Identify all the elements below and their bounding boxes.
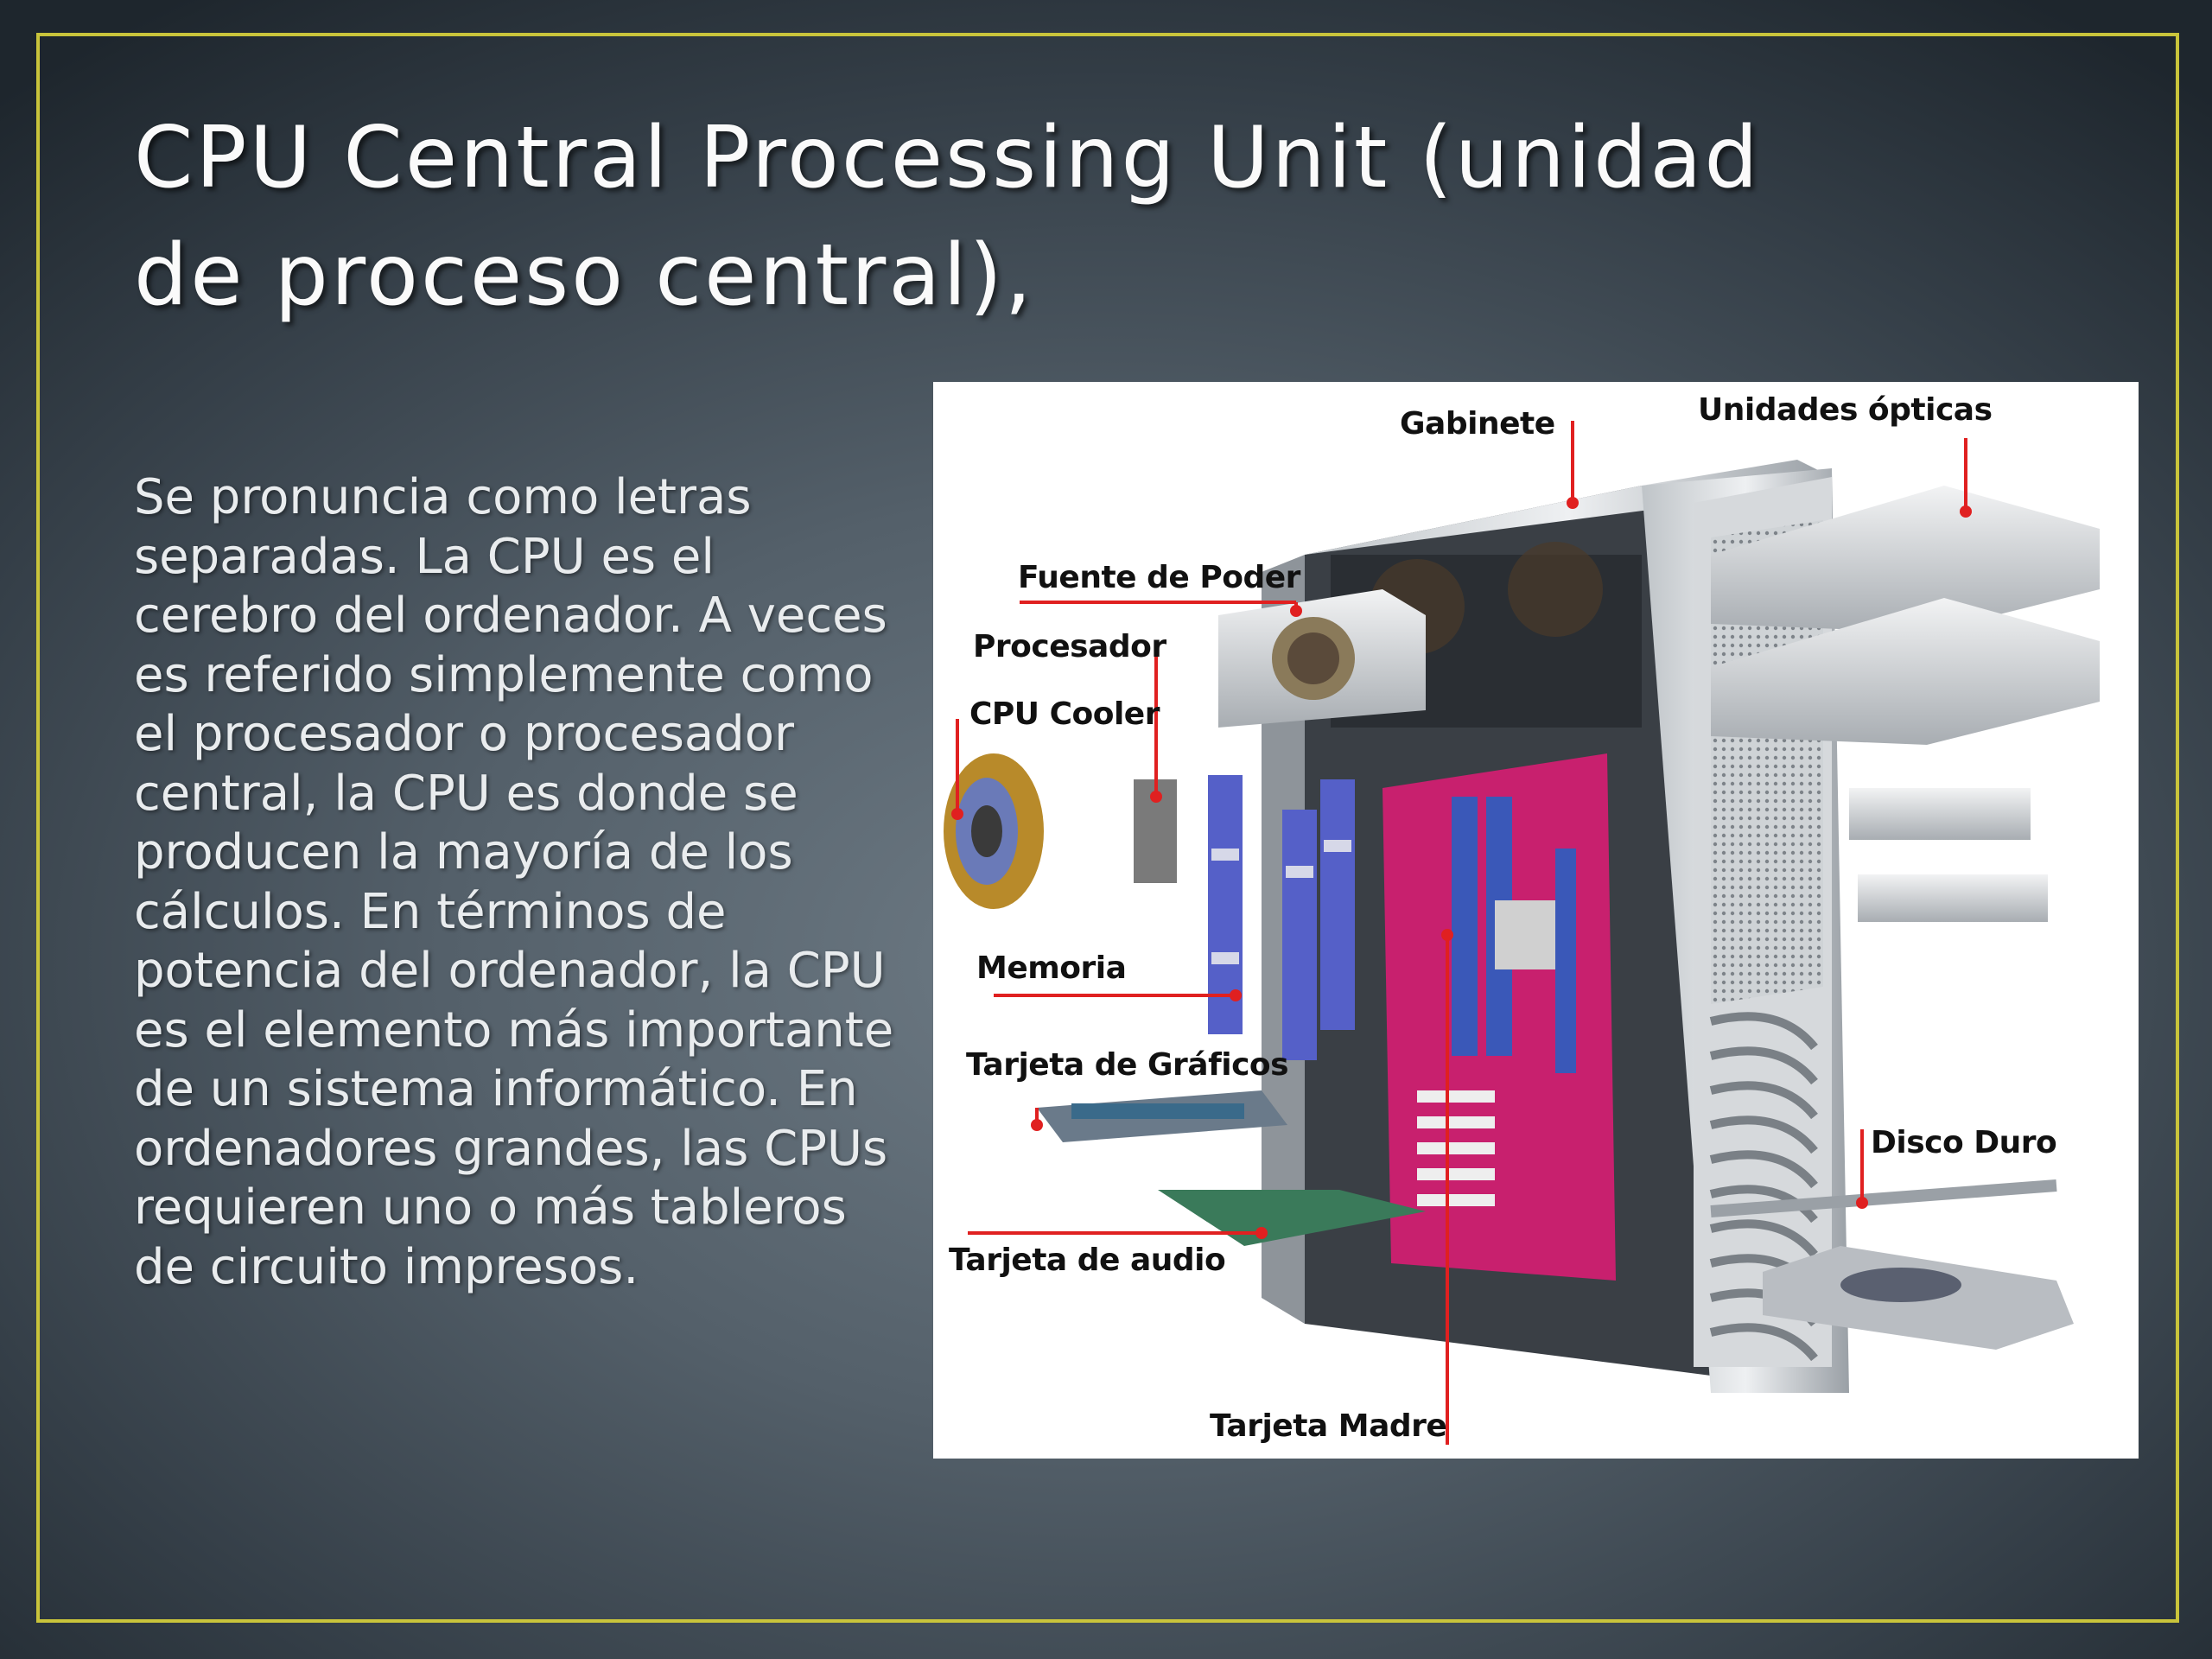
label-fuente-de-poder: Fuente de Poder bbox=[1018, 560, 1300, 595]
label-tarjeta-audio: Tarjeta de audio bbox=[949, 1243, 1226, 1278]
label-procesador: Procesador bbox=[973, 629, 1166, 664]
leader-lines bbox=[956, 421, 1967, 1445]
optical-drive-1 bbox=[1711, 486, 2100, 632]
computer-parts-diagram: Gabinete Unidades ópticas Fuente de Pode… bbox=[933, 382, 2139, 1459]
label-unidades-opticas: Unidades ópticas bbox=[1698, 392, 1993, 428]
computer-illustration bbox=[944, 421, 2100, 1445]
slide-title: CPU Central Processing Unit (unidad de p… bbox=[134, 109, 1761, 325]
label-memoria: Memoria bbox=[976, 950, 1127, 986]
slide-frame bbox=[36, 33, 2179, 1623]
label-tarjeta-madre: Tarjeta Madre bbox=[1210, 1408, 1447, 1444]
label-disco-duro: Disco Duro bbox=[1871, 1125, 2057, 1160]
label-gabinete: Gabinete bbox=[1400, 406, 1555, 442]
optical-drive-2 bbox=[1711, 598, 2100, 745]
slide-body-text: Se pronuncia como letras separadas. La C… bbox=[134, 469, 894, 1295]
label-tarjeta-graficos: Tarjeta de Gráficos bbox=[966, 1047, 1289, 1083]
label-cpu-cooler: CPU Cooler bbox=[969, 696, 1160, 732]
cpu-cooler-illustration bbox=[944, 753, 1044, 909]
